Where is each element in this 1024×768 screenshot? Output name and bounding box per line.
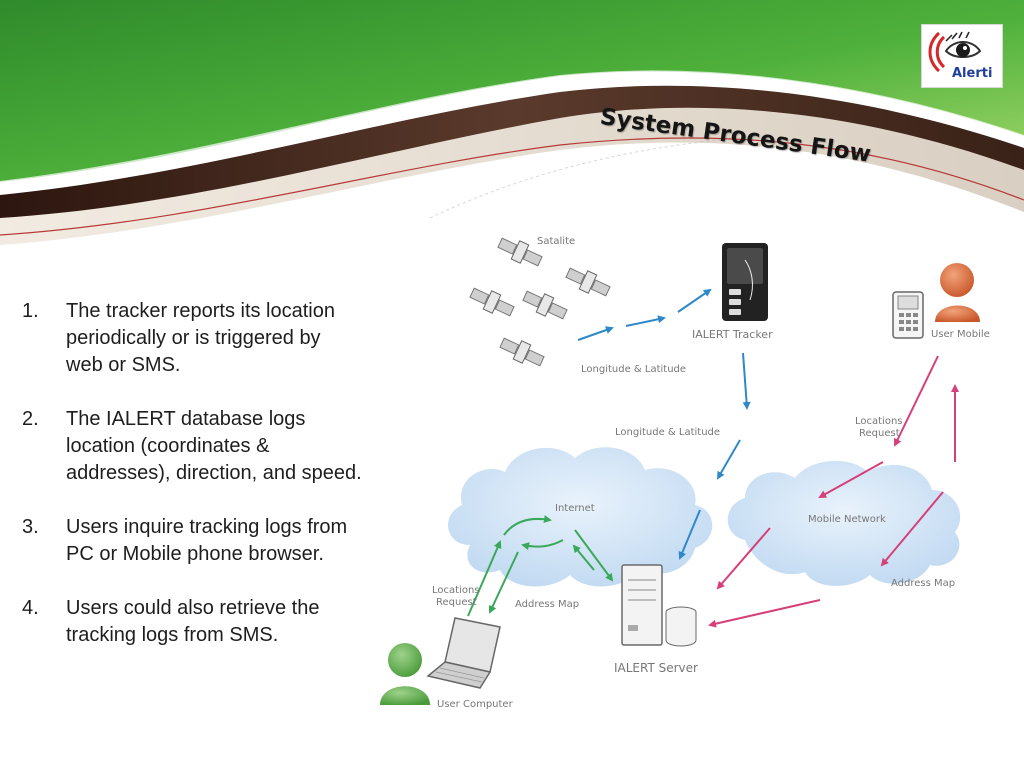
locations-request-mobile-line1: Locations xyxy=(855,416,903,427)
alerti-logo: Alerti xyxy=(921,24,1003,88)
step-number: 2. xyxy=(22,408,39,430)
satellite-icon xyxy=(469,237,611,367)
step-number: 1. xyxy=(22,300,39,322)
tracker-label: IALERT Tracker xyxy=(692,328,773,341)
logo-text: Alerti xyxy=(952,66,992,81)
laptop-icon xyxy=(426,617,501,689)
green-flow-arrows xyxy=(467,515,614,617)
blue-flow-arrows xyxy=(577,288,751,560)
list-item: 2. The IALERT database logs location (coo… xyxy=(22,406,362,487)
address-map-mobile-label: Address Map xyxy=(891,578,955,589)
step-number: 4. xyxy=(22,597,39,619)
server-icon xyxy=(621,564,697,647)
step-text: Users inquire tracking logs from PC or M… xyxy=(66,516,348,565)
tracker-device-icon xyxy=(722,243,768,321)
locations-request-computer-line2: Request xyxy=(436,597,477,608)
step-number: 3. xyxy=(22,516,39,538)
step-text: The IALERT database logs location (coord… xyxy=(66,408,362,484)
internet-label: Internet xyxy=(555,503,595,514)
longitude-latitude-label-1: Longitude & Latitude xyxy=(581,364,686,375)
list-item: 3. Users inquire tracking logs from PC or… xyxy=(22,514,362,568)
mobile-network-cloud xyxy=(727,460,961,586)
process-flow-diagram: Satalite IALERT Tracker User Mobile IALE… xyxy=(380,236,990,710)
user-computer-person-icon xyxy=(380,643,430,705)
pink-flow-arrows xyxy=(708,355,959,628)
list-item: 1. The tracker reports its location perio… xyxy=(22,298,362,379)
satellite-label: Satalite xyxy=(537,236,575,247)
eye-logo-icon: Alerti xyxy=(928,31,992,81)
server-label: IALERT Server xyxy=(614,661,698,675)
locations-request-mobile-line2: Request xyxy=(859,428,900,439)
user-computer-label: User Computer xyxy=(437,699,514,710)
list-item: 4. Users could also retrieve the tracking… xyxy=(22,595,362,649)
mobile-phone-icon xyxy=(892,291,924,339)
user-mobile-person-icon xyxy=(935,263,980,322)
address-map-computer-label: Address Map xyxy=(515,599,579,610)
longitude-latitude-label-2: Longitude & Latitude xyxy=(615,427,720,438)
internet-cloud xyxy=(448,447,713,587)
step-text: Users could also retrieve the tracking l… xyxy=(66,597,320,646)
mobile-network-label: Mobile Network xyxy=(808,514,886,525)
steps-list: 1. The tracker reports its location perio… xyxy=(22,298,362,676)
user-mobile-label: User Mobile xyxy=(931,329,990,340)
step-text: The tracker reports its location periodi… xyxy=(66,300,335,376)
locations-request-computer-line1: Locations xyxy=(432,585,480,596)
